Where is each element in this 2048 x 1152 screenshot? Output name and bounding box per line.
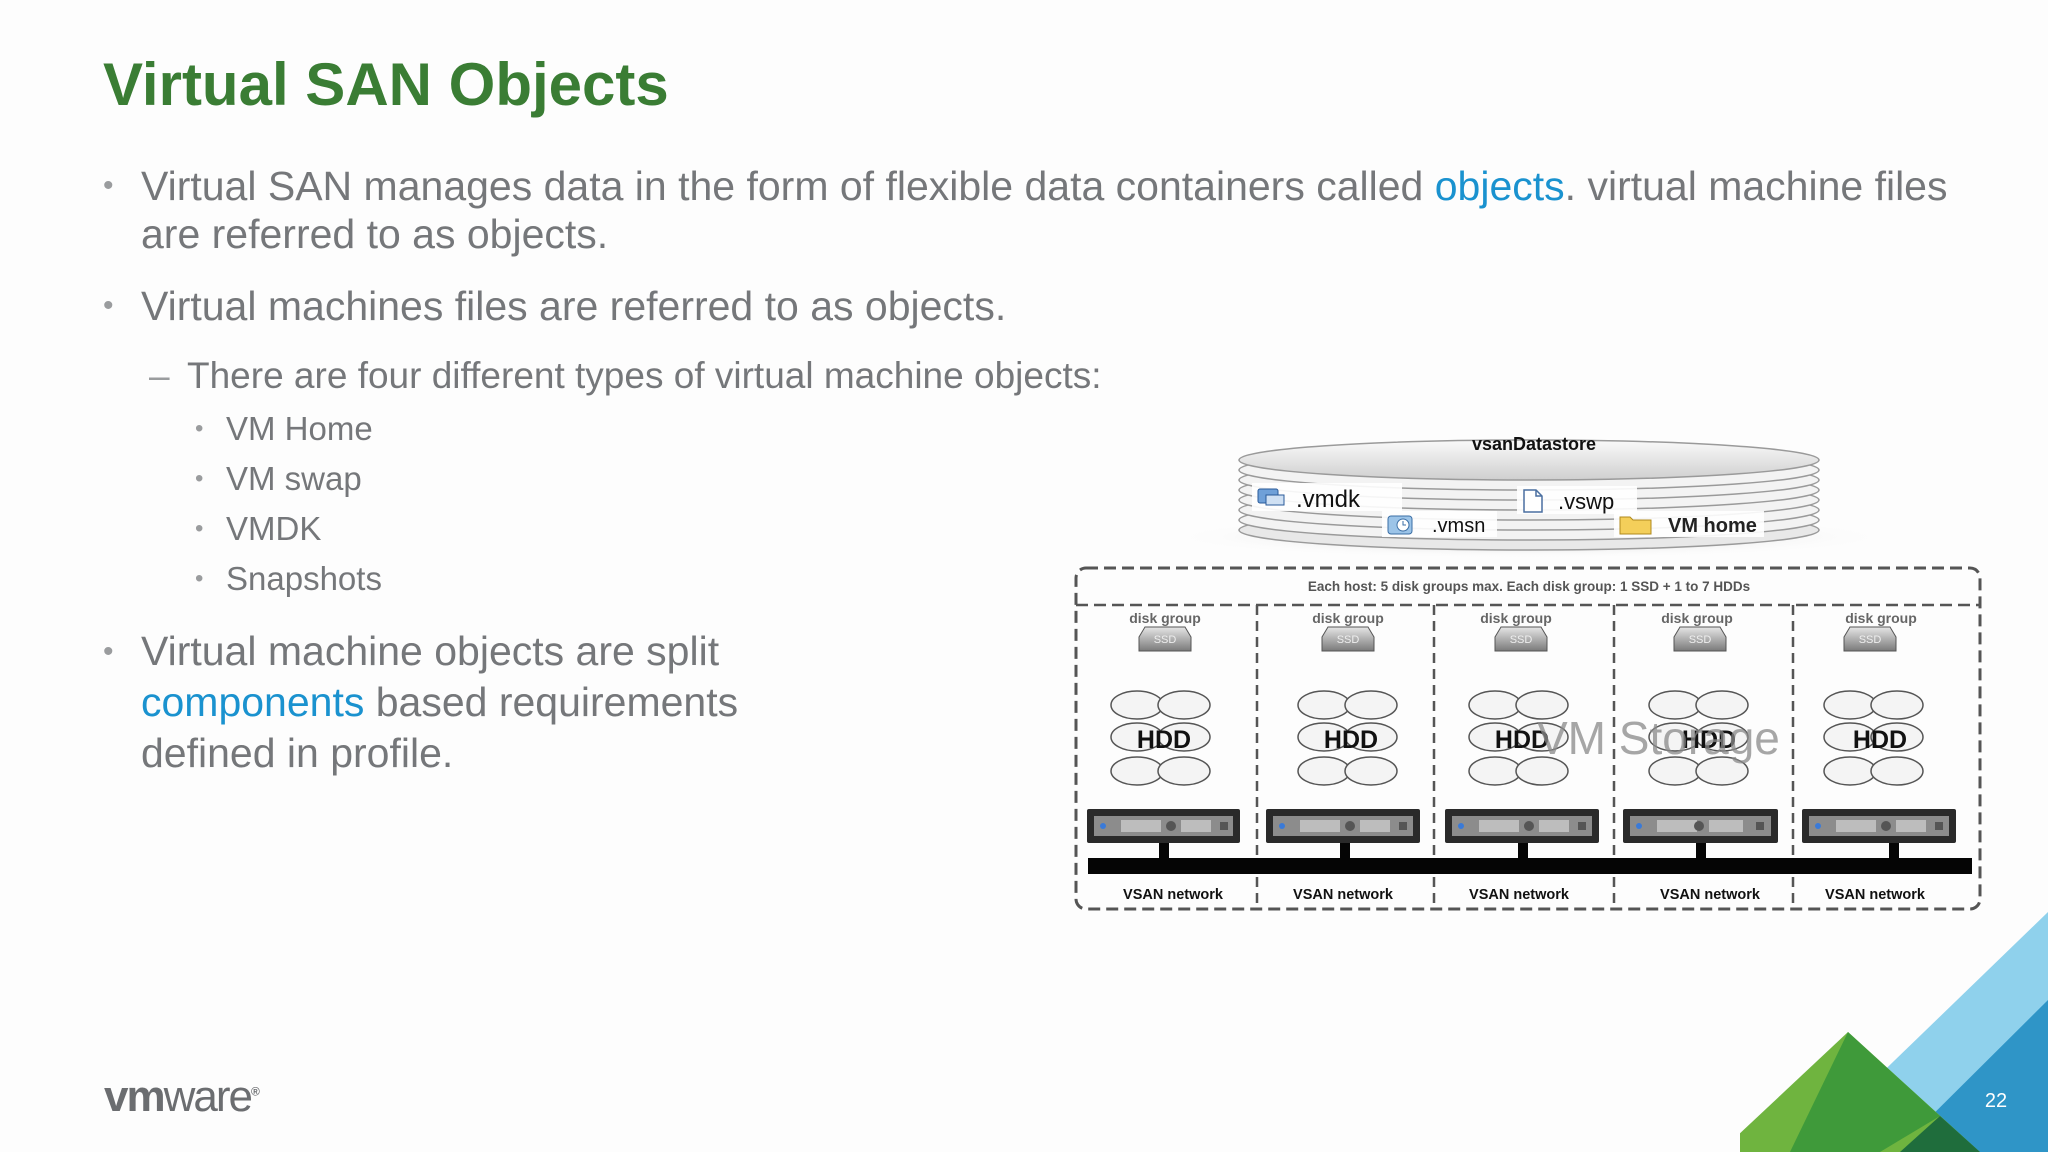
svg-text:SSD: SSD <box>1859 634 1882 646</box>
svg-text:SSD: SSD <box>1337 634 1360 646</box>
ssd-icon: SSD <box>1138 626 1192 652</box>
vsan-diagram: vsanDatastore .vmdk .vswp .vmsn VM home <box>1074 434 1982 911</box>
network-label: VSAN network <box>1293 887 1394 903</box>
hdd-stack-icon <box>1110 690 1211 786</box>
ssd-icon: SSD <box>1843 626 1897 652</box>
object-type-item: VM Home <box>103 408 1993 450</box>
server-icon <box>1623 809 1778 858</box>
disk-group-label: disk group <box>1129 610 1201 626</box>
host-column: disk group SSD HDD VSAN networ <box>1802 610 1956 903</box>
cluster-border <box>1074 566 1982 911</box>
server-icon <box>1445 809 1599 858</box>
disk-group-label: disk group <box>1312 610 1384 626</box>
file-label-vswp: .vswp <box>1558 489 1614 514</box>
bullet-objects: Virtual SAN manages data in the form of … <box>103 162 1993 258</box>
svg-text:SSD: SSD <box>1154 634 1177 646</box>
hdd-stack-icon <box>1468 690 1569 786</box>
svg-text:SSD: SSD <box>1510 634 1533 646</box>
file-icon <box>1523 489 1543 513</box>
network-label: VSAN network <box>1660 887 1761 903</box>
server-icon <box>1266 809 1420 858</box>
disk-group-label: disk group <box>1661 610 1733 626</box>
hdd-label: HDD <box>1324 726 1378 754</box>
corner-decoration <box>1740 912 2048 1152</box>
datastore-label: vsanDatastore <box>1472 434 1596 454</box>
network-label: VSAN network <box>1123 887 1224 903</box>
object-type-item: VM swap <box>103 458 1993 500</box>
server-icon <box>1087 809 1240 858</box>
file-label-vmdk: .vmdk <box>1296 486 1361 513</box>
cluster-note: Each host: 5 disk groups max. Each disk … <box>1308 579 1750 594</box>
vmdk-icon <box>1257 488 1285 506</box>
hdd-label: HDD <box>1853 726 1907 754</box>
host-column: disk group SSD HDD VSAN networ <box>1087 610 1240 903</box>
page-number: 22 <box>1984 1090 2008 1112</box>
components-highlight: components <box>141 679 365 725</box>
hdd-label: HDD <box>1495 726 1549 754</box>
slide-title: Virtual SAN Objects <box>103 51 669 118</box>
network-label: VSAN network <box>1469 887 1570 903</box>
vsan-network-bar <box>1088 858 1972 874</box>
ssd-icon: SSD <box>1321 626 1375 652</box>
disk-group-label: disk group <box>1480 610 1552 626</box>
host-separators <box>1255 605 1795 909</box>
file-label-vmsn: .vmsn <box>1432 515 1485 537</box>
server-icon <box>1802 809 1956 858</box>
vm-storage-overlay: VM Storage <box>1537 712 1780 764</box>
object-type-item: Snapshots <box>103 558 1993 600</box>
hdd-stack-icon <box>1297 690 1398 786</box>
file-label-vm-home: VM home <box>1668 515 1757 537</box>
hdd-stack-icon <box>1823 690 1924 786</box>
ssd-icon: SSD <box>1494 626 1548 652</box>
bullet-components: Virtual machine objects are split compon… <box>103 626 861 779</box>
object-type-item: VMDK <box>103 508 1993 550</box>
hdd-label: HDD <box>1137 726 1191 754</box>
host-column: disk group SSD HDD VSAN networ <box>1445 610 1599 903</box>
bullet-list: Virtual SAN manages data in the form of … <box>103 162 1993 803</box>
vmware-logo: vmware® <box>104 1072 260 1121</box>
bullet-vm-files: Virtual machines files are referred to a… <box>103 282 1993 330</box>
svg-text:SSD: SSD <box>1689 634 1712 646</box>
host-column: disk group SSD HDD VSAN networ <box>1623 610 1778 903</box>
hdd-stack-icon <box>1648 690 1749 786</box>
sub-bullet-object-types: There are four different types of virtua… <box>103 354 1993 398</box>
folder-icon <box>1619 516 1652 535</box>
objects-highlight: objects <box>1434 163 1565 209</box>
network-label: VSAN network <box>1825 887 1926 903</box>
disk-group-label: disk group <box>1845 610 1917 626</box>
snapshot-icon <box>1387 515 1413 535</box>
host-column: disk group SSD HDD VSAN networ <box>1266 610 1420 903</box>
ssd-icon: SSD <box>1673 626 1727 652</box>
hdd-label: HDD <box>1682 726 1736 754</box>
